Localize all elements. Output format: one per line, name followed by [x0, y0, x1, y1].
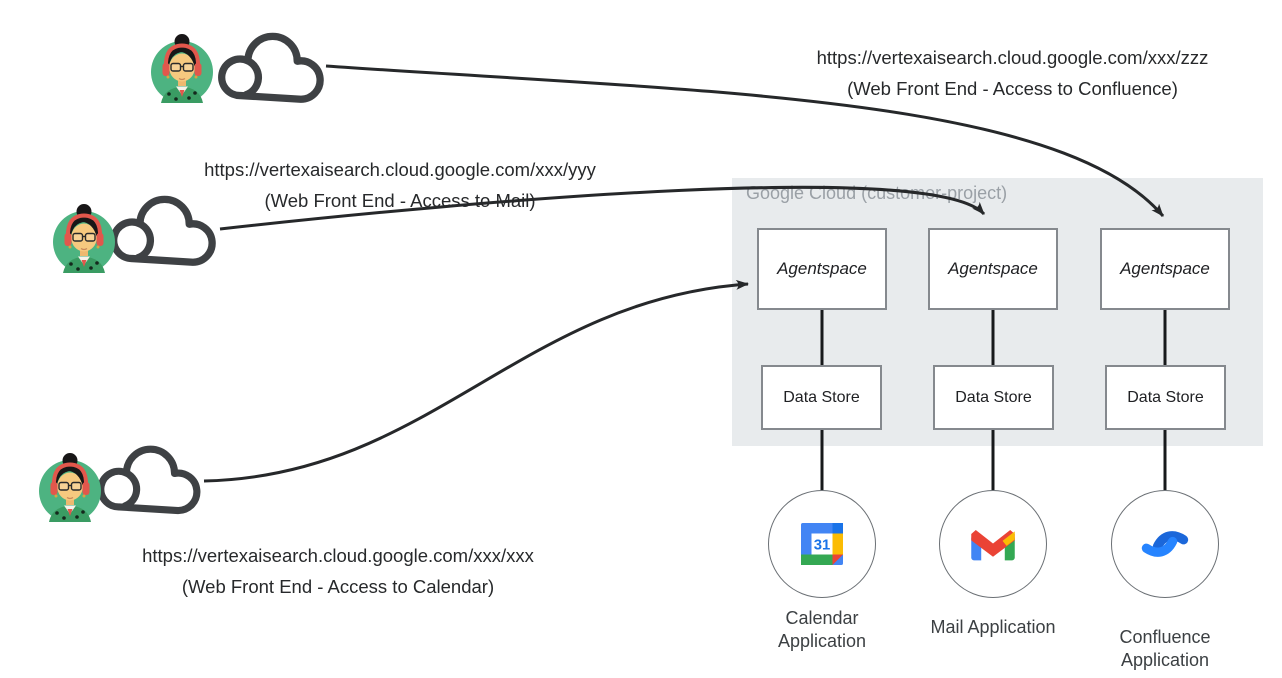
user-avatar-icon — [51, 202, 117, 275]
agentspace-label: Agentspace — [777, 259, 867, 278]
datastore-label: Data Store — [955, 388, 1032, 406]
google-calendar-icon: 31 — [801, 523, 843, 565]
mail-app-circle — [939, 490, 1047, 598]
calendar-day-number: 31 — [814, 538, 831, 554]
user-avatar-icon — [149, 32, 215, 105]
gmail-icon — [971, 529, 1015, 561]
app-label-calendar: Calendar Application — [777, 608, 867, 651]
confluence-app-circle — [1111, 490, 1219, 598]
app-label-mail: Mail Application — [930, 617, 1056, 637]
user-avatar-icon — [37, 451, 103, 524]
url-block-calendar: https://vertexaisearch.cloud.google.com/… — [108, 540, 568, 602]
agentspace-label: Agentspace — [948, 259, 1038, 278]
calendar-app-circle: 31 — [768, 490, 876, 598]
agentspace-box-calendar: Agentspace — [757, 228, 887, 310]
confluence-icon — [1141, 531, 1189, 557]
arrow-user-to-agentspace-calendar — [203, 279, 749, 483]
url-text: https://vertexaisearch.cloud.google.com/… — [816, 47, 1209, 68]
datastore-label: Data Store — [1127, 388, 1204, 406]
url-block-mail: https://vertexaisearch.cloud.google.com/… — [170, 154, 630, 216]
datastore-box-mail: Data Store — [933, 365, 1054, 430]
url-block-confluence: https://vertexaisearch.cloud.google.com/… — [760, 42, 1265, 104]
url-caption: (Web Front End - Access to Mail) — [264, 190, 536, 211]
url-text: https://vertexaisearch.cloud.google.com/… — [142, 545, 534, 566]
google-cloud-panel-label: Google Cloud (customer-project) — [746, 183, 1008, 203]
url-caption: (Web Front End - Access to Confluence) — [847, 78, 1178, 99]
url-text: https://vertexaisearch.cloud.google.com/… — [204, 159, 596, 180]
agentspace-label: Agentspace — [1120, 259, 1210, 278]
datastore-box-confluence: Data Store — [1105, 365, 1226, 430]
agentspace-box-confluence: Agentspace — [1100, 228, 1230, 310]
datastore-label: Data Store — [783, 388, 860, 406]
app-label-confluence: Confluence Application — [1119, 627, 1211, 670]
datastore-box-calendar: Data Store — [761, 365, 882, 430]
url-caption: (Web Front End - Access to Calendar) — [181, 576, 495, 597]
agentspace-box-mail: Agentspace — [928, 228, 1058, 310]
cloud-icon — [204, 28, 332, 112]
